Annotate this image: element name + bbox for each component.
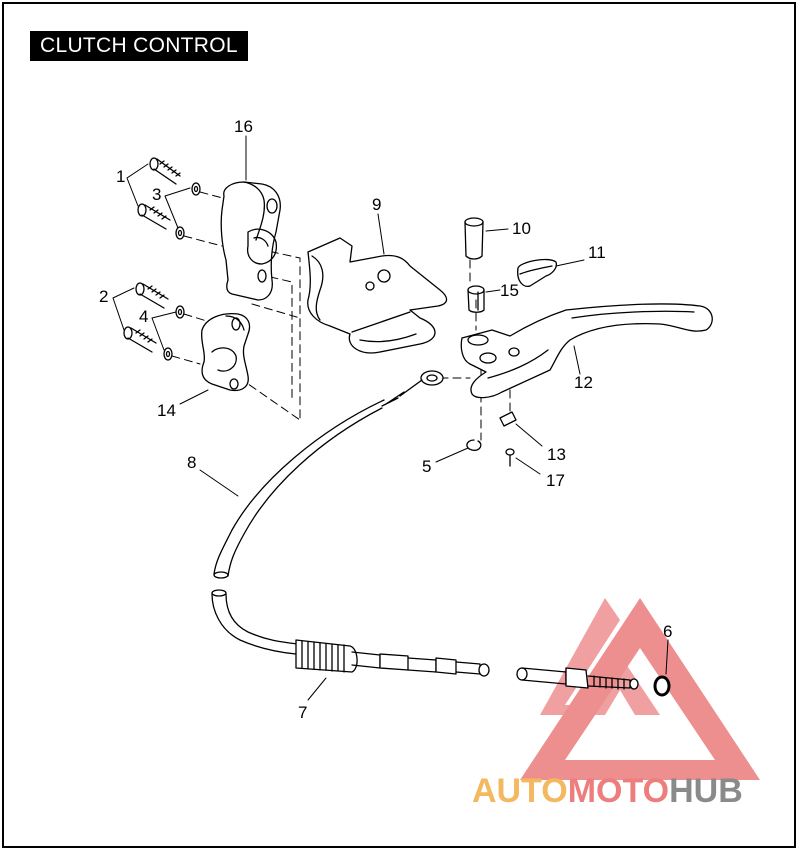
screw-1-upper <box>149 157 181 185</box>
diagram-title: CLUTCH CONTROL <box>30 31 248 61</box>
watermark-text: AUTOMOTOHUB <box>472 772 743 810</box>
watermark-auto: AUTO <box>472 772 568 810</box>
callout-2: 2 <box>99 287 108 306</box>
bushing-15 <box>467 285 485 313</box>
lower-clamp-14 <box>200 312 251 392</box>
cable-upper-8 <box>213 370 444 579</box>
screw-2-upper <box>135 282 169 309</box>
screw-1-lower <box>137 203 171 230</box>
callout-3: 3 <box>152 185 161 204</box>
lever-pad-11 <box>517 258 558 288</box>
screw-2-lower <box>123 326 157 353</box>
callout-8: 8 <box>187 453 196 472</box>
screw-17 <box>505 448 515 467</box>
cable-lower-7 <box>211 589 639 690</box>
callout-9: 9 <box>372 195 381 214</box>
callout-16: 16 <box>234 117 253 136</box>
retaining-ring-5 <box>466 439 482 451</box>
callout-6: 6 <box>663 622 672 641</box>
callout-5: 5 <box>422 457 431 476</box>
callout-15: 15 <box>500 281 519 300</box>
callout-4: 4 <box>139 307 148 326</box>
callout-7: 7 <box>298 703 307 722</box>
callout-10: 10 <box>512 219 531 238</box>
pivot-pin-10 <box>464 217 484 260</box>
callout-17: 17 <box>546 471 565 490</box>
callout-12: 12 <box>574 373 593 392</box>
callout-labels: 1 2 3 4 5 6 7 8 9 10 11 12 13 14 15 16 1… <box>99 117 672 722</box>
upper-clamp-16 <box>220 181 281 301</box>
callout-1: 1 <box>116 167 125 186</box>
washer-3 <box>175 182 201 240</box>
watermark-logo <box>520 598 760 780</box>
callout-11: 11 <box>588 243 606 262</box>
lever-bracket-9 <box>307 237 448 354</box>
leader-lines <box>112 135 669 701</box>
callout-14: 14 <box>157 401 176 420</box>
watermark-moto: MOTO <box>568 772 669 810</box>
pin-13 <box>499 411 517 427</box>
watermark-hub: HUB <box>669 772 743 810</box>
callout-13: 13 <box>547 445 566 464</box>
o-ring-6 <box>653 675 671 697</box>
svg-text:AUTOMOTOHUB: AUTOMOTOHUB <box>472 772 743 810</box>
clutch-lever-12 <box>460 303 713 399</box>
